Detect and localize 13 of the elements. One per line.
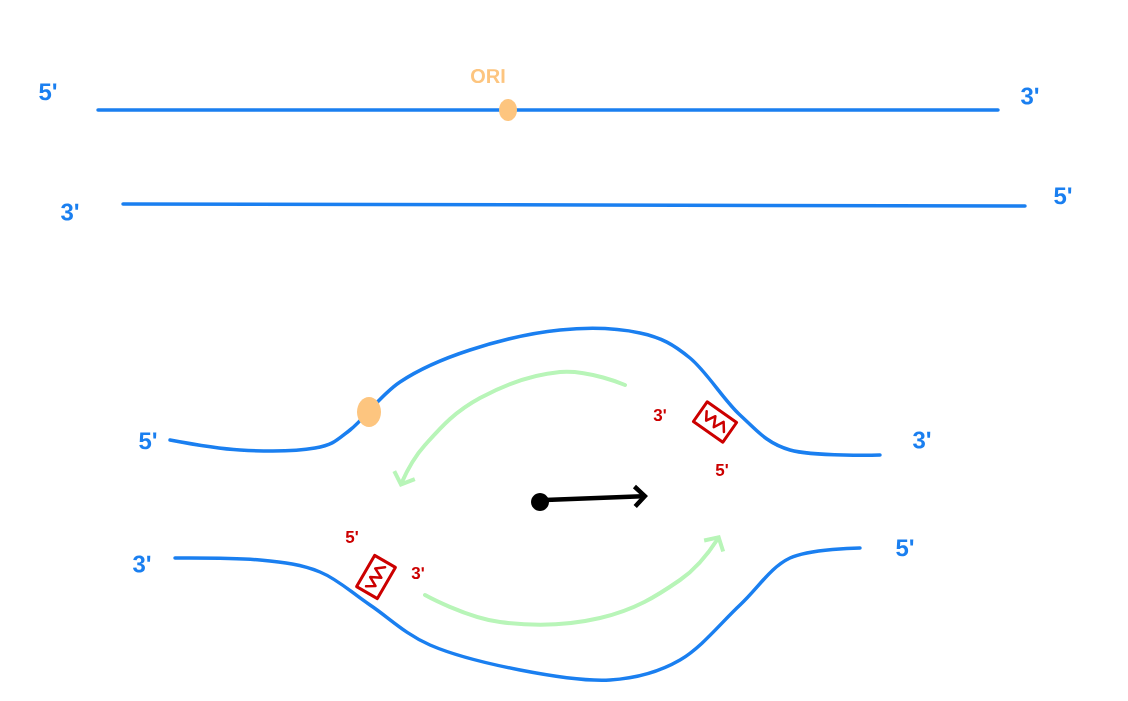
strand-end-label: 3' [133, 555, 151, 573]
strand-end-label: 5' [39, 83, 57, 101]
strand-end-label: 3' [1021, 87, 1039, 105]
strand-end-label: 3' [913, 431, 931, 449]
strand-end-label: 3' [61, 203, 79, 221]
strand-end-label: 3' [411, 566, 424, 579]
strand-end-label: 5' [1054, 187, 1072, 205]
strand-end-label: 5' [715, 464, 728, 476]
strand-end-label: 3' [653, 408, 666, 421]
strand-end-label: 5' [896, 539, 914, 557]
strand-end-label: 5' [345, 531, 358, 543]
strand-end-label: 5' [139, 432, 157, 450]
ori-label: ORI [471, 68, 505, 84]
